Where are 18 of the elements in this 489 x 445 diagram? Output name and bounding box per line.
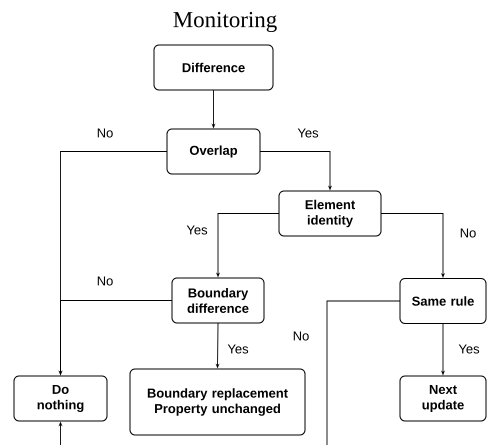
process-box: Element identity bbox=[278, 190, 382, 236]
edge-label: No bbox=[292, 330, 310, 342]
edge-label: Yes bbox=[185, 224, 209, 236]
title: Monitoring bbox=[173, 12, 277, 32]
edge-label: No bbox=[96, 275, 114, 286]
edge-label: Yes bbox=[226, 343, 250, 354]
process-box: Same rule bbox=[400, 278, 486, 324]
edge-label: Yes bbox=[457, 343, 481, 354]
process-box: Overlap bbox=[166, 128, 260, 174]
process-box: Difference bbox=[154, 44, 274, 90]
edge-label: Yes bbox=[296, 127, 320, 138]
process-box: Do nothing bbox=[14, 376, 108, 422]
process-box: Boundary difference bbox=[172, 278, 264, 324]
edge-label: No bbox=[96, 127, 114, 138]
process-box: Next update bbox=[400, 376, 486, 422]
arrow bbox=[58, 300, 400, 445]
process-box: Boundary replacement Property unchanged bbox=[130, 368, 306, 436]
edge-label: No bbox=[458, 227, 478, 238]
